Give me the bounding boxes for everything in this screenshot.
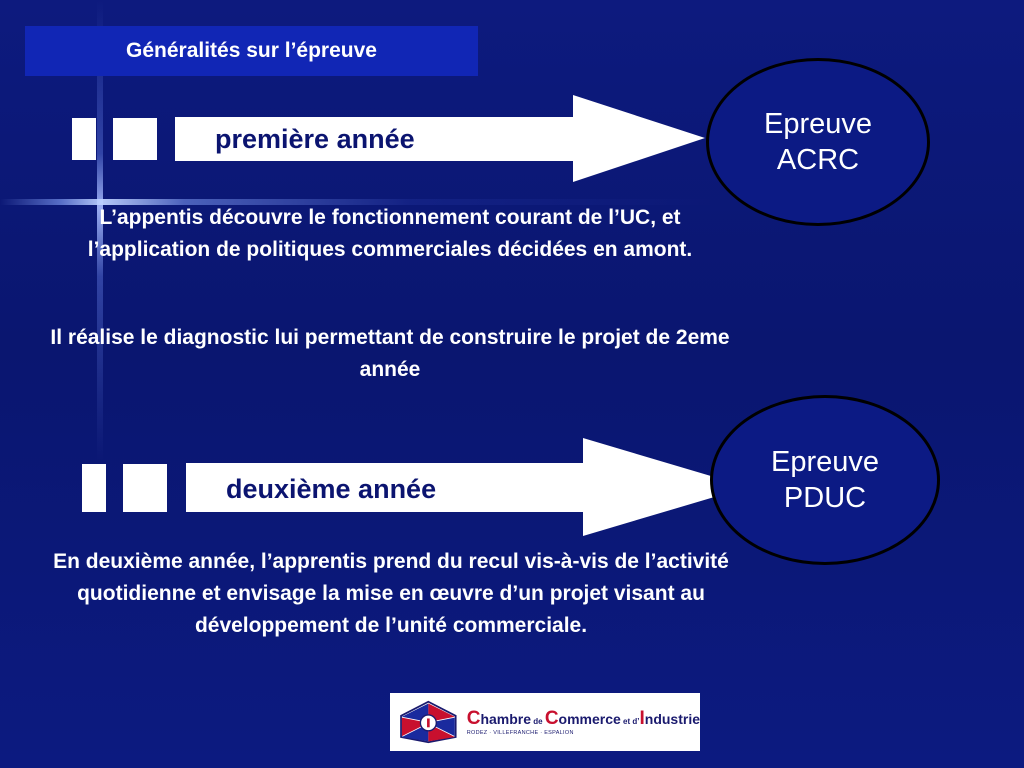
- second-year-paragraph: En deuxième année, l’apprentis prend du …: [53, 550, 729, 637]
- first-year-marker-2: [113, 118, 157, 160]
- cci-logo-name: Chambre de Commerce et d’Industrie: [466, 708, 700, 729]
- exam-acrc-oval: Epreuve ACRC: [706, 58, 930, 226]
- slide-title: Généralités sur l’épreuve: [25, 26, 478, 76]
- second-year-label: deuxième année: [226, 474, 437, 504]
- first-year-paragraph-1: L’appentis découvre le fonctionnement co…: [87, 206, 693, 261]
- decorative-horizontal-glow: [0, 199, 1024, 205]
- exam-pduc-line2: PDUC: [783, 482, 867, 514]
- cci-emblem-icon: [400, 700, 457, 744]
- exam-pduc-oval: Epreuve PDUC: [710, 395, 940, 565]
- second-year-marker-2: [123, 464, 167, 512]
- first-year-label: première année: [215, 124, 415, 154]
- exam-acrc-line1: Epreuve: [763, 108, 872, 140]
- exam-acrc-line2: ACRC: [776, 144, 860, 176]
- decorative-vertical-glow: [97, 0, 103, 768]
- cci-logo: Chambre de Commerce et d’Industrie RODEZ…: [390, 693, 700, 751]
- first-year-paragraph-2: Il réalise le diagnostic lui permettant …: [50, 326, 730, 381]
- first-year-marker-1: [72, 118, 96, 160]
- slide-title-text: Généralités sur l’épreuve: [126, 39, 377, 62]
- cci-logo-subtitle: RODEZ · VILLEFRANCHE · ESPALION: [466, 730, 574, 736]
- second-year-marker-1: [82, 464, 106, 512]
- exam-pduc-line1: Epreuve: [770, 446, 879, 478]
